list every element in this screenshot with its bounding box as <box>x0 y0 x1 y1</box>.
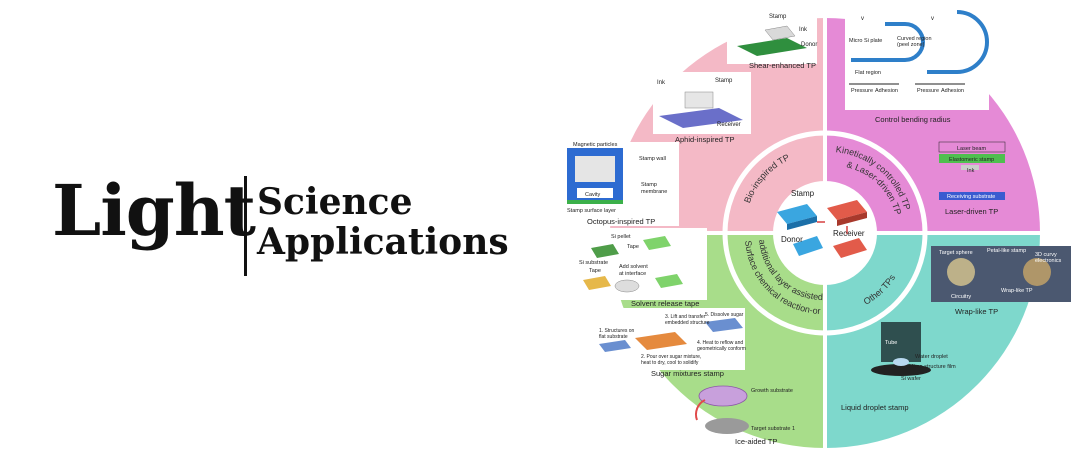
svg-text:Add solvent: Add solvent <box>619 264 648 270</box>
center-donor-label: Donor <box>781 235 803 244</box>
transfer-printing-wheel-diagram: Bio-inspired TP Kinetically controlled T… <box>555 0 1071 452</box>
svg-text:Solvent release tape: Solvent release tape <box>631 299 699 308</box>
svg-text:Receiving substrate: Receiving substrate <box>947 194 995 200</box>
panel-wrap-like: Target sphere Petal-like stamp 3D curvy … <box>931 246 1071 316</box>
svg-text:Laser-driven TP: Laser-driven TP <box>945 207 998 216</box>
svg-text:Ice-aided TP: Ice-aided TP <box>735 437 777 446</box>
svg-text:Stamp surface layer: Stamp surface layer <box>567 208 616 214</box>
svg-text:Stamp: Stamp <box>715 78 733 84</box>
inner-ring-border <box>722 130 928 336</box>
svg-text:Si pellet: Si pellet <box>611 234 631 240</box>
svg-text:electronics: electronics <box>1035 258 1062 264</box>
logo-light-word: Light <box>52 169 256 252</box>
logo-divider <box>244 176 247 276</box>
svg-text:Sugar mixtures stamp: Sugar mixtures stamp <box>651 369 724 378</box>
svg-text:flat substrate: flat substrate <box>599 334 628 340</box>
svg-text:Ink: Ink <box>657 80 666 86</box>
svg-text:Growth substrate: Growth substrate <box>751 388 793 394</box>
svg-text:embedded structure: embedded structure <box>665 320 710 326</box>
svg-text:Pressure: Pressure <box>851 88 873 94</box>
svg-text:Si wafer: Si wafer <box>901 376 921 382</box>
svg-text:v: v <box>861 16 864 22</box>
journal-logo: Light Science Applications <box>52 172 512 280</box>
panel-control-bending-radius: v v Micro Si plate Curved region (peel z… <box>845 10 989 124</box>
panel-sugar-mixtures-stamp: 3. Lift and transfer embedded structure … <box>595 308 746 378</box>
logo-applications-word: Applications <box>257 221 509 263</box>
svg-text:Water droplet: Water droplet <box>915 354 948 360</box>
svg-text:membrane: membrane <box>641 189 667 195</box>
svg-text:Tape: Tape <box>589 268 601 274</box>
svg-text:Circuitry: Circuitry <box>951 294 971 300</box>
svg-text:Cavity: Cavity <box>585 192 601 198</box>
svg-text:3. Lift and transfer: 3. Lift and transfer <box>665 314 706 320</box>
svg-text:Target sphere: Target sphere <box>939 250 973 256</box>
svg-text:Stamp: Stamp <box>641 182 657 188</box>
panel-shear-enhanced: Stamp Ink Donor Shear-enhanced TP <box>727 10 817 70</box>
svg-text:at interface: at interface <box>619 271 646 277</box>
svg-text:3D curvy: 3D curvy <box>1035 252 1057 258</box>
svg-text:Octopus-inspired TP: Octopus-inspired TP <box>587 217 655 226</box>
svg-text:Adhesion: Adhesion <box>875 88 898 94</box>
center-stamp-label: Stamp <box>791 189 815 198</box>
svg-text:Magnetic particles: Magnetic particles <box>573 142 618 148</box>
svg-text:2. Pour over sugar mixture,: 2. Pour over sugar mixture, <box>641 354 701 360</box>
svg-text:Tube: Tube <box>885 340 897 346</box>
svg-text:Donor: Donor <box>801 42 817 48</box>
svg-text:4. Heat to reflow and: 4. Heat to reflow and <box>697 340 743 346</box>
panel-solvent-release-tape: Si pellet Tape Si substrate Tape Add sol… <box>573 228 707 308</box>
svg-text:Pressure: Pressure <box>917 88 939 94</box>
svg-text:Curved region: Curved region <box>897 36 932 42</box>
svg-text:Wrap-like TP: Wrap-like TP <box>955 307 998 316</box>
panel-aphid-inspired: Ink Stamp Receiver Aphid-inspired TP <box>653 72 751 144</box>
svg-text:Micro Si plate: Micro Si plate <box>849 38 882 44</box>
svg-text:Liquid droplet stamp: Liquid droplet stamp <box>841 403 909 412</box>
svg-text:1. Structures on: 1. Structures on <box>599 328 635 334</box>
svg-text:(peel zone): (peel zone) <box>897 42 925 48</box>
svg-text:Laser beam: Laser beam <box>957 146 986 152</box>
svg-text:Aphid-inspired TP: Aphid-inspired TP <box>675 135 734 144</box>
panel-octopus-inspired: Magnetic particles Stamp wall Cavity Sta… <box>561 142 679 226</box>
svg-text:Shear-enhanced TP: Shear-enhanced TP <box>749 61 816 70</box>
svg-text:Tape: Tape <box>627 244 639 250</box>
logo-science-word: Science <box>257 181 413 223</box>
svg-text:Target substrate 1: Target substrate 1 <box>751 426 795 432</box>
center-transfer-illustration <box>777 200 867 258</box>
svg-text:Petal-like stamp: Petal-like stamp <box>987 248 1026 254</box>
svg-text:Control bending radius: Control bending radius <box>875 115 951 124</box>
svg-text:Flat region: Flat region <box>855 70 881 76</box>
svg-text:Stamp wall: Stamp wall <box>639 156 666 162</box>
svg-text:Ink: Ink <box>799 27 808 33</box>
svg-text:Si substrate: Si substrate <box>579 260 608 266</box>
svg-text:Wrap-like TP: Wrap-like TP <box>1001 288 1033 294</box>
svg-text:v: v <box>931 16 934 22</box>
svg-text:Stamp: Stamp <box>769 14 787 20</box>
svg-text:Receiver: Receiver <box>717 122 741 128</box>
svg-text:Micro-structure film: Micro-structure film <box>909 364 956 370</box>
svg-text:Elastomeric stamp: Elastomeric stamp <box>949 157 994 163</box>
panel-liquid-droplet-stamp: Tube Water droplet Micro-structure film … <box>841 322 956 412</box>
center-receiver-label: Receiver <box>833 229 865 238</box>
svg-text:heat to dry, cool to solidify: heat to dry, cool to solidify <box>641 360 699 366</box>
panel-laser-driven: Laser beam Elastomeric stamp Ink Receivi… <box>938 141 1006 216</box>
svg-text:Ink: Ink <box>967 168 975 174</box>
svg-text:5. Dissolve sugar: 5. Dissolve sugar <box>705 312 744 318</box>
panel-ice-aided: Growth substrate Target substrate 1 Ice-… <box>694 385 795 446</box>
svg-text:geometrically conform: geometrically conform <box>697 346 746 352</box>
svg-text:Adhesion: Adhesion <box>941 88 964 94</box>
